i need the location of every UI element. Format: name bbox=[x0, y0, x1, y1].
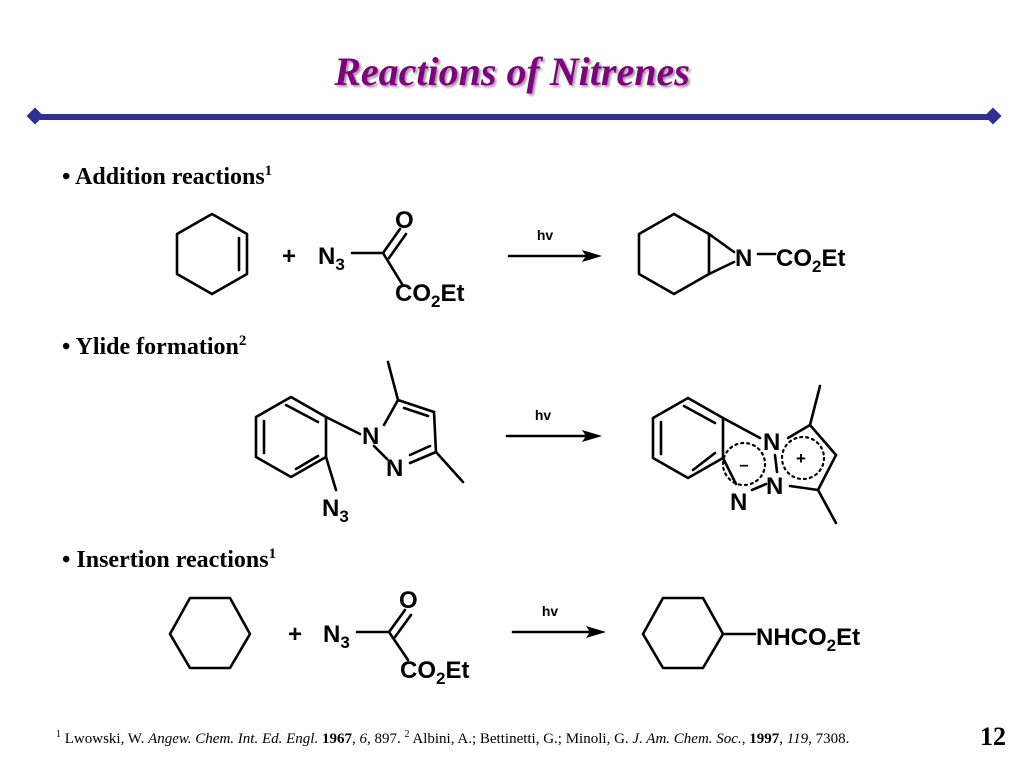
carbonyl-ester-bond bbox=[381, 251, 404, 286]
pyrazole-n1: N bbox=[362, 423, 379, 450]
section-label: Addition reactions bbox=[75, 164, 265, 190]
ref2-year: 1997 bbox=[749, 731, 780, 747]
product-n-n-vertical bbox=[773, 453, 779, 474]
bullet: • bbox=[62, 334, 71, 360]
pyrazole-c3-n2-2 bbox=[408, 444, 432, 457]
section-insertion-heading: • Insertion reactions1 bbox=[62, 546, 276, 574]
pyrazole-c3-n2 bbox=[408, 450, 438, 465]
ref2-authors: Albini, A.; Bettinetti, G.; Minoli, G. bbox=[409, 731, 633, 747]
product-c-n-top bbox=[721, 416, 762, 440]
ref1-journal: Angew. Chem. Int. Ed. Engl. bbox=[148, 731, 319, 747]
aryl-azide-bond bbox=[324, 455, 338, 492]
carbonyl-o-bond-2 bbox=[387, 232, 408, 260]
phenyl-double-1 bbox=[284, 403, 320, 424]
carbonyl-oxygen: O bbox=[395, 207, 414, 234]
carbonyl-ester-bond bbox=[387, 630, 410, 662]
product-pyrazolium-1 bbox=[786, 423, 812, 440]
arrow-condition: hv bbox=[542, 603, 559, 619]
ref2-journal: J. Am. Chem. Soc. bbox=[632, 731, 742, 747]
pyrazole-c4-c3 bbox=[432, 410, 438, 454]
phenyl-double-3 bbox=[294, 454, 320, 471]
product-cyclohexane-ring bbox=[641, 596, 725, 670]
pyrazole-n1-n2 bbox=[372, 444, 389, 461]
arrow-condition: hv bbox=[535, 407, 552, 423]
product-methyl-top bbox=[808, 384, 822, 427]
ref1-page: , 897. bbox=[366, 731, 405, 747]
plus-sign: + bbox=[282, 243, 296, 270]
anion-delocalization-circle bbox=[721, 441, 767, 487]
product-pyrazolium-3 bbox=[816, 453, 838, 492]
ref1-volume: 6 bbox=[359, 731, 367, 747]
aziridine-nitrogen: N bbox=[735, 245, 752, 272]
product-n-n-bottom bbox=[750, 482, 768, 492]
ref2-mark: 2 bbox=[404, 729, 410, 740]
azide-label: N3 bbox=[322, 495, 349, 526]
reference-mark: 2 bbox=[238, 333, 247, 349]
methyl-top bbox=[386, 360, 400, 402]
carbonyl-o-bond-2 bbox=[393, 613, 413, 639]
product-pyrazolium-4 bbox=[788, 484, 820, 492]
carbonyl-oxygen: O bbox=[399, 587, 418, 614]
cation-charge: + bbox=[796, 449, 806, 468]
title-rule bbox=[36, 114, 994, 120]
ref1-mark: 1 bbox=[56, 729, 61, 740]
pyrazole-n1-c5 bbox=[382, 398, 400, 427]
section-ylide-heading: • Ylide formation2 bbox=[62, 333, 246, 361]
arrow-condition: hv bbox=[537, 227, 554, 243]
product-benzene-double-1 bbox=[682, 404, 717, 425]
plus-sign: + bbox=[288, 621, 302, 648]
references-footnote: 1 Lwowski, W. Angew. Chem. Int. Ed. Engl… bbox=[56, 729, 850, 747]
page-number: 12 bbox=[980, 722, 1006, 751]
product-cyclohexane bbox=[637, 212, 711, 296]
product-n-top: N bbox=[763, 429, 780, 456]
reaction-arrow-head bbox=[582, 250, 602, 262]
product-benzene-double-3 bbox=[691, 451, 717, 472]
ref1-year: 1967 bbox=[321, 731, 352, 747]
product-n-mid: N bbox=[766, 473, 783, 500]
product-pyrazolium-2 bbox=[808, 423, 838, 457]
slide-title: Reactions of Nitrenes bbox=[334, 49, 690, 94]
reaction-arrow-head bbox=[582, 430, 602, 442]
pyrazole-c5-c4-2 bbox=[402, 406, 430, 418]
ref1-authors: Lwowski, W. bbox=[61, 731, 149, 747]
ref2-volume: 119 bbox=[786, 731, 809, 747]
reference-mark: 1 bbox=[268, 546, 277, 562]
reference-mark: 1 bbox=[264, 163, 273, 179]
cyclohexene-ring bbox=[175, 212, 249, 296]
section-label: Insertion reactions bbox=[76, 547, 269, 573]
carbonyl-o-bond bbox=[381, 227, 402, 255]
pyrazole-n2: N bbox=[386, 455, 403, 482]
azide-label: N3 bbox=[318, 243, 345, 274]
carbonyl-o-bond bbox=[387, 608, 407, 634]
pyrazole-c5-c4 bbox=[396, 398, 436, 414]
bullet: • bbox=[62, 164, 71, 190]
product-ester-group: CO2Et bbox=[776, 245, 845, 276]
aziridine-bond-top bbox=[707, 232, 736, 254]
anion-charge: – bbox=[739, 455, 748, 474]
product-methyl-bottom bbox=[816, 488, 838, 525]
product-n-bottom: N bbox=[730, 489, 747, 516]
reaction-arrow-head bbox=[586, 626, 606, 638]
ref2-page: , 7308. bbox=[808, 731, 850, 747]
cyclohexane-ring bbox=[168, 596, 252, 670]
aziridine-bond-bottom bbox=[707, 260, 736, 276]
product-c-n-bottom bbox=[721, 456, 738, 486]
section-label: Ylide formation bbox=[75, 334, 239, 360]
cation-delocalization-circle bbox=[780, 435, 826, 481]
methyl-right bbox=[434, 450, 465, 484]
bullet: • bbox=[62, 547, 71, 573]
section-addition-heading: • Addition reactions1 bbox=[62, 163, 272, 191]
ester-label: CO2Et bbox=[395, 280, 464, 311]
product-label: NHCO2Et bbox=[756, 624, 860, 655]
aryl-n-bond bbox=[324, 415, 362, 436]
ester-label: CO2Et bbox=[400, 657, 469, 688]
azide-label: N3 bbox=[323, 621, 350, 652]
